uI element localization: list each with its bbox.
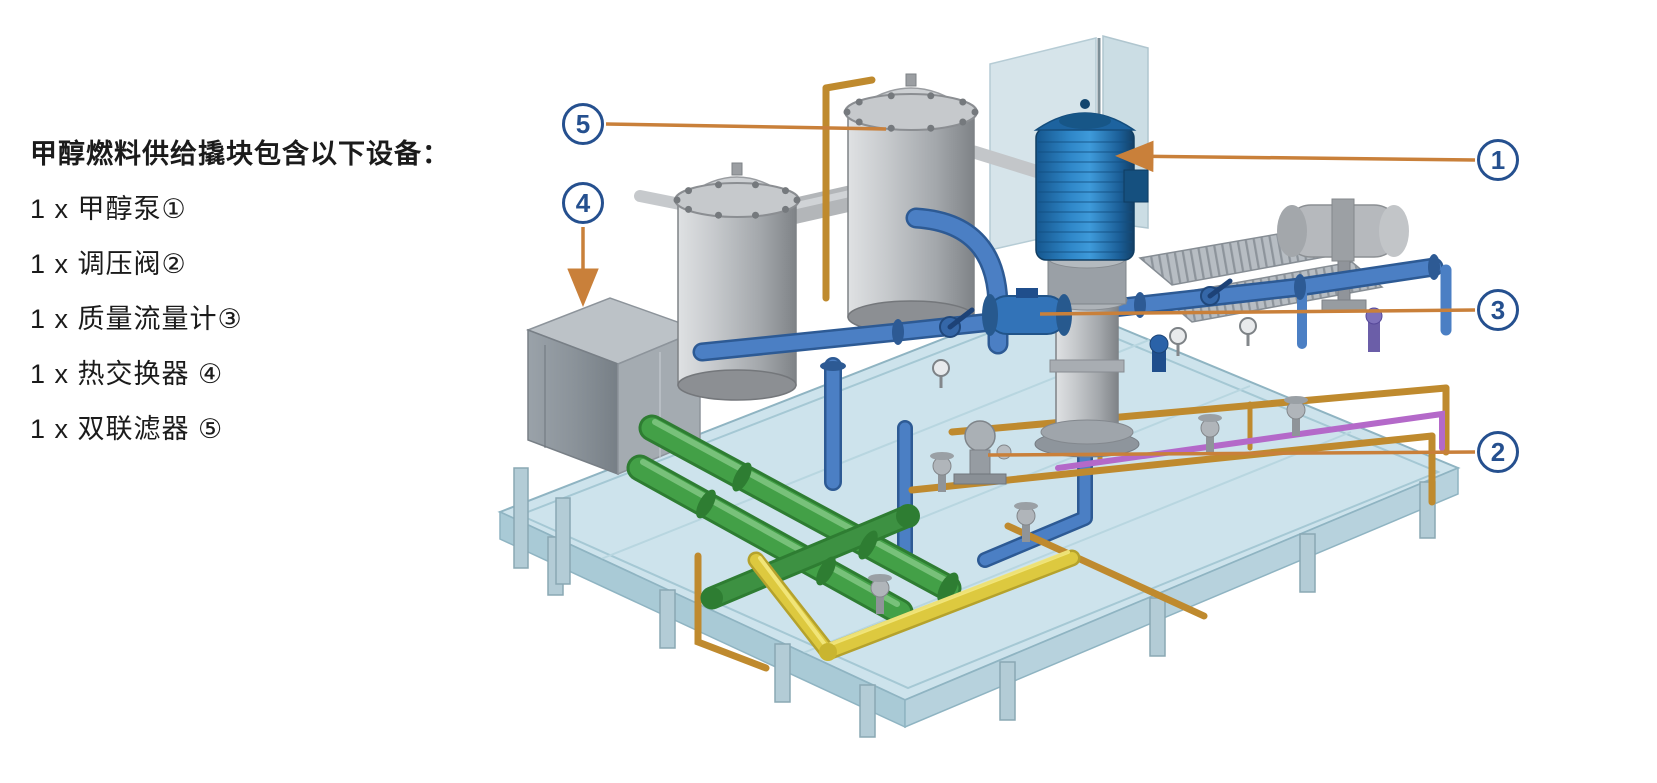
leader-line-1 xyxy=(1115,140,1476,173)
pressure-gauge xyxy=(932,317,1257,388)
legend-item-flow-meter: 1 x 质量流量计③ xyxy=(30,304,243,334)
callout-badge-2: 2 xyxy=(1477,431,1519,473)
callout-badge-4: 4 xyxy=(562,182,604,224)
mass-flow-meter xyxy=(982,288,1072,336)
legend-item-heat-exchanger: 1 x 热交换器 ④ xyxy=(30,359,224,389)
ball-valve xyxy=(939,278,1233,338)
callout-badge-5: 5 xyxy=(562,103,604,145)
piping-green xyxy=(626,414,962,626)
filter-vessel-b xyxy=(843,73,979,334)
legend: 甲醇燃料供给撬块包含以下设备： 1 x 甲醇泵① 1 x 调压阀② 1 x 质量… xyxy=(30,140,450,444)
skid-base xyxy=(497,296,1461,729)
leader-line-3 xyxy=(1039,308,1476,316)
pressure-regulating-valve xyxy=(953,420,1012,485)
piping-purple xyxy=(1055,410,1445,471)
callout-badge-1: 1 xyxy=(1477,139,1519,181)
legend-title: 甲醇燃料供给撬块包含以下设备： xyxy=(30,139,450,169)
legend-item-duplex-filter: 1 x 双联滤器 ⑤ xyxy=(30,414,224,444)
callout-leader-lines xyxy=(567,122,1476,457)
legend-item-pump: 1 x 甲醇泵① xyxy=(30,194,187,224)
valve-actuator xyxy=(1277,198,1409,313)
piping-yellow xyxy=(747,549,1081,661)
callout-badge-3: 3 xyxy=(1477,289,1519,331)
instrument-cluster xyxy=(868,278,1383,614)
leader-line-2 xyxy=(987,450,1476,457)
legend-item-pressure-valve: 1 x 调压阀② xyxy=(30,249,187,279)
valve-cluster xyxy=(868,396,1308,614)
filter-vessel-a xyxy=(673,162,801,401)
leader-line-5 xyxy=(605,122,887,131)
motor-body xyxy=(1033,99,1149,261)
support-legs xyxy=(513,467,1436,738)
